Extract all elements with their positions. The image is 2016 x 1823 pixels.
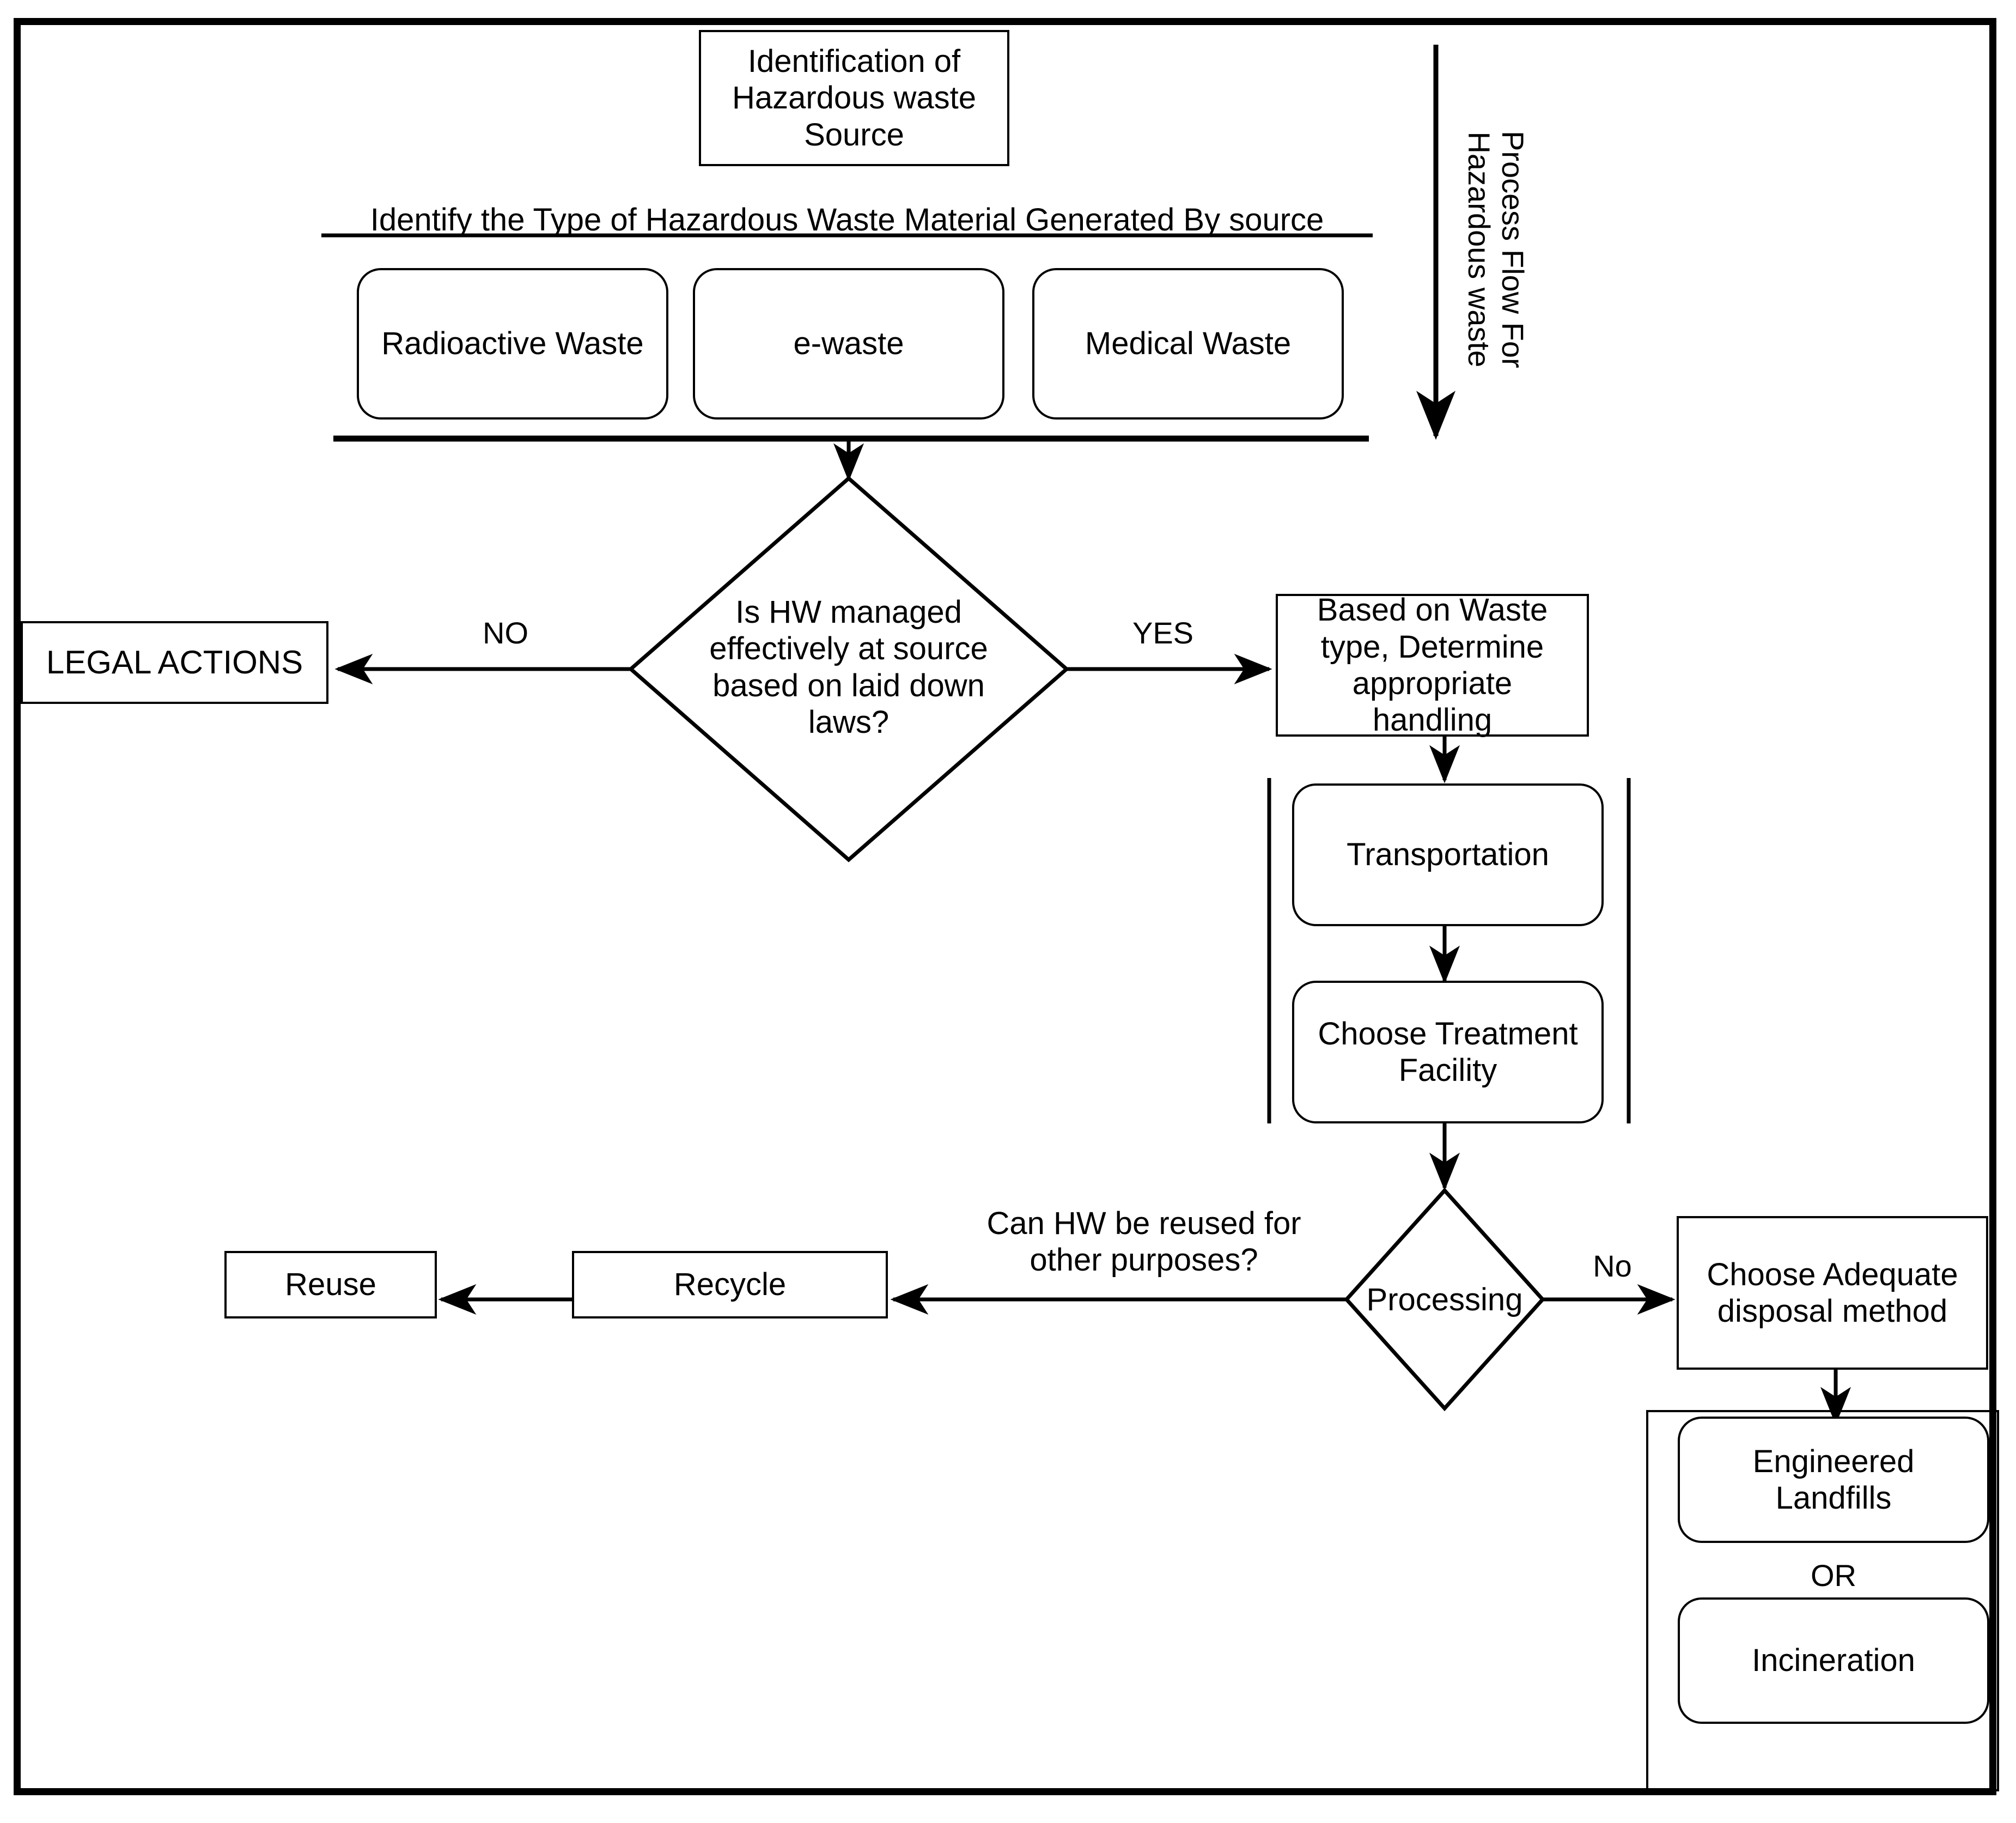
node-identification[interactable]: Identification of Hazardous waste Source [699, 30, 1009, 166]
node-reuse[interactable]: Reuse [224, 1251, 437, 1318]
section-heading: Identify the Type of Hazardous Waste Mat… [370, 202, 1324, 238]
node-recycle[interactable]: Recycle [572, 1251, 888, 1318]
node-legal-actions[interactable]: LEGAL ACTIONS [21, 621, 328, 704]
node-treatment-facility[interactable]: Choose Treatment Facility [1292, 981, 1604, 1123]
edge-label-yes-upper: YES [1132, 616, 1194, 650]
reuse-question-label: Can HW be reused for other purposes? [986, 1206, 1301, 1278]
node-radioactive-waste[interactable]: Radioactive Waste [357, 268, 668, 420]
node-transportation[interactable]: Transportation [1292, 783, 1604, 926]
node-engineered-landfills[interactable]: Engineered Landfills [1678, 1417, 1989, 1543]
disposal-options-group [1646, 1410, 1999, 1791]
node-disposal-method[interactable]: Choose Adequate disposal method [1677, 1216, 1988, 1370]
node-incineration[interactable]: Incineration [1678, 1597, 1989, 1724]
decision-processing-label: Processing [1366, 1282, 1523, 1317]
node-medical-waste[interactable]: Medical Waste [1032, 268, 1344, 420]
edge-label-no-lower: No [1593, 1249, 1632, 1283]
node-determine-handling[interactable]: Based on Waste type, Determine appropria… [1276, 592, 1589, 738]
or-connector-label: OR [1811, 1558, 1856, 1593]
node-e-waste[interactable]: e-waste [693, 268, 1004, 420]
decision-source-label: Is HW managed effectively at source base… [709, 594, 988, 740]
edge-label-no-upper: NO [483, 616, 528, 650]
process-flow-caption: Process Flow For Hazardous waste [1462, 131, 1530, 368]
outer-border [14, 18, 1996, 1795]
